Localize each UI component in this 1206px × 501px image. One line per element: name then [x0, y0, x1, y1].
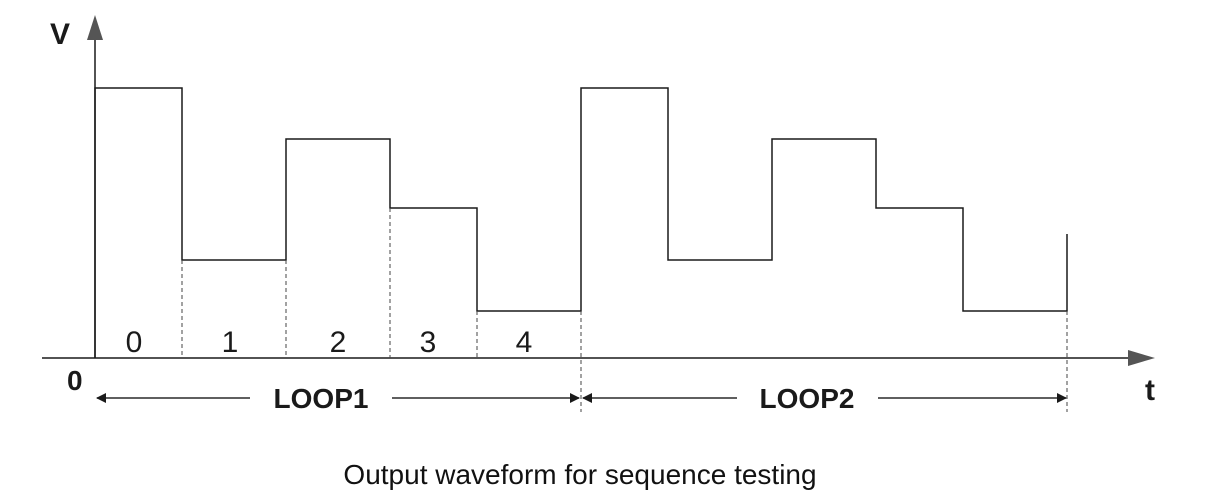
- figure-caption: Output waveform for sequence testing: [343, 459, 816, 490]
- step-index-2: 2: [330, 326, 347, 359]
- waveform-line: [94, 87, 1068, 358]
- loop2-label: LOOP2: [760, 383, 855, 414]
- loop1-span: LOOP1: [96, 383, 580, 414]
- origin-label: 0: [67, 365, 83, 396]
- loop2-span: LOOP2: [582, 383, 1067, 414]
- step-index-1: 1: [222, 326, 239, 359]
- step-index-0: 0: [126, 326, 143, 359]
- x-axis-label: t: [1145, 374, 1155, 407]
- waveform: [94, 87, 1068, 358]
- step-index-4: 4: [516, 326, 533, 359]
- loop1-label: LOOP1: [274, 383, 369, 414]
- y-axis-label: V: [50, 18, 70, 51]
- loop-spans: LOOP1 LOOP2: [96, 383, 1067, 414]
- x-axis-arrowhead: [1128, 350, 1155, 366]
- dashed-guides: [181, 208, 1068, 412]
- step-indices: 0 1 2 3 4: [126, 326, 533, 359]
- axes: V t 0: [42, 15, 1155, 407]
- y-axis-arrowhead: [87, 15, 103, 40]
- step-index-3: 3: [420, 326, 437, 359]
